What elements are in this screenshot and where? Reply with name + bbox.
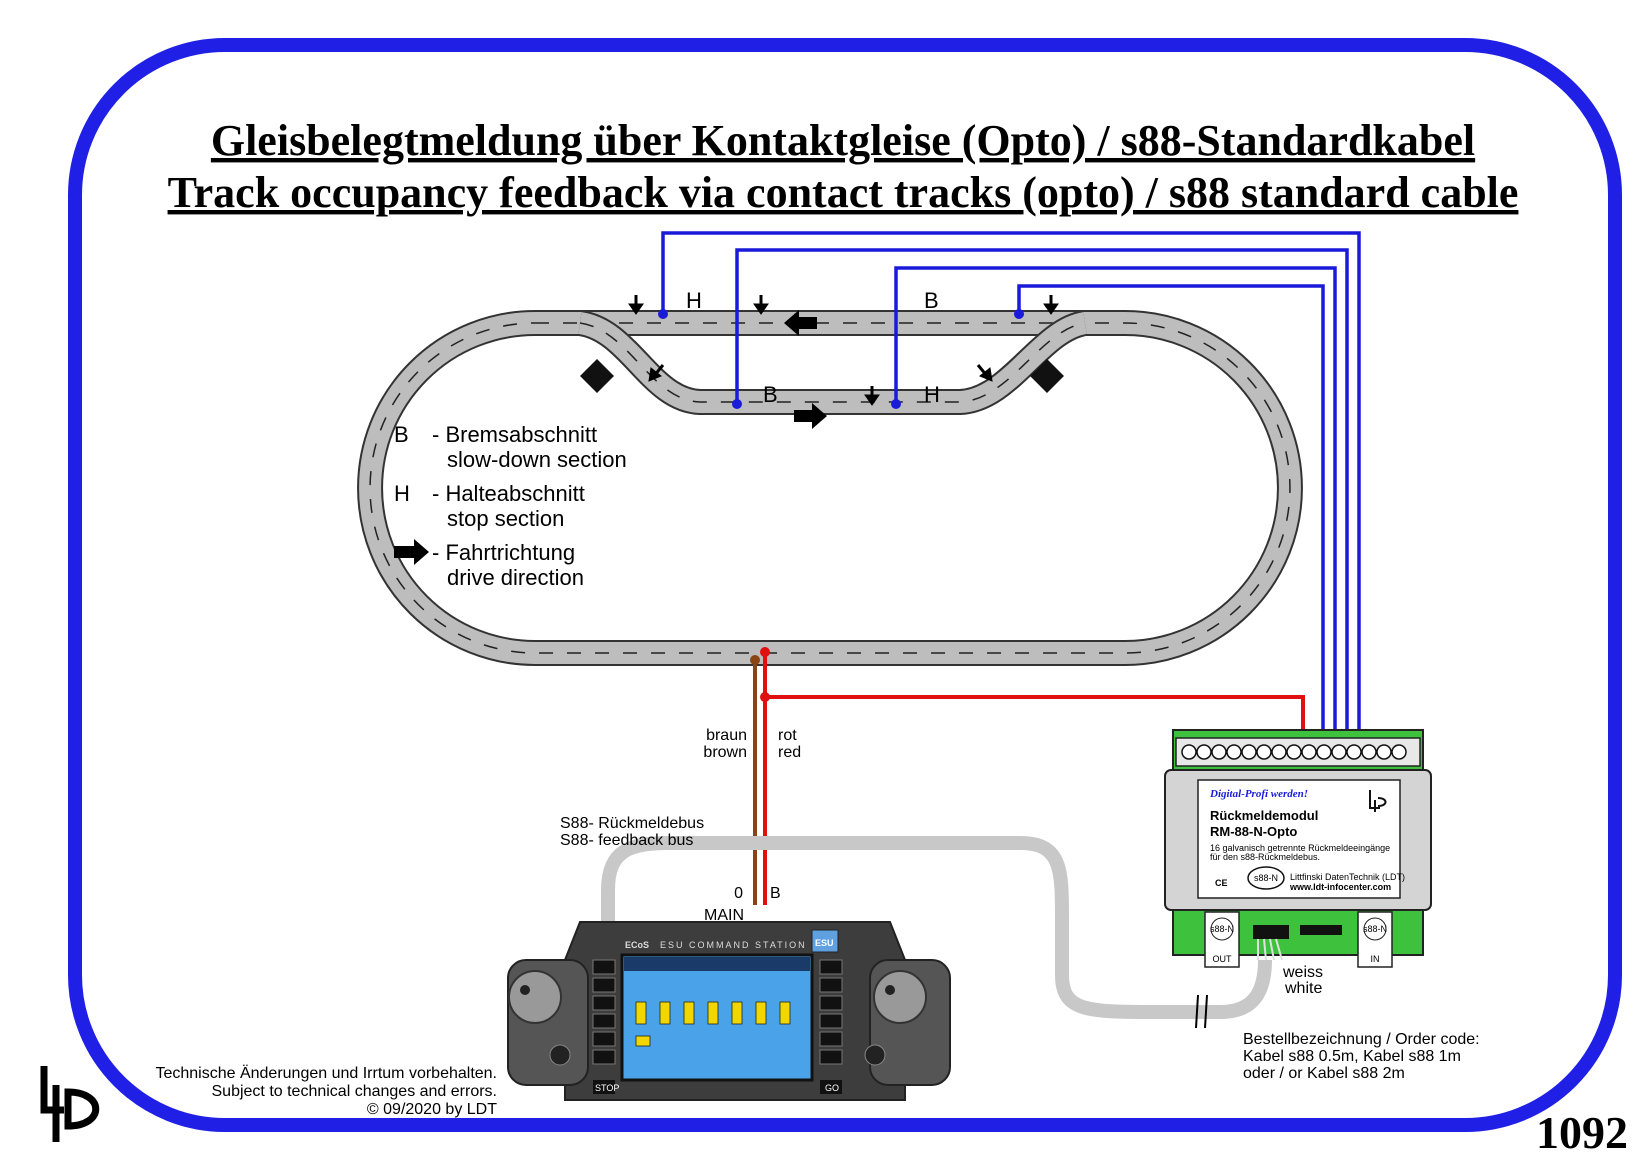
title-german: Gleisbelegtmeldung über Kontaktgleise (O… <box>211 116 1475 165</box>
legend-h-german: - Halteabschnitt <box>432 481 585 506</box>
page-number: 1092 <box>1536 1107 1628 1158</box>
section-label-h-inner: H <box>924 382 940 407</box>
track-siding <box>577 310 1089 415</box>
blue-feedback-wires <box>661 231 1361 742</box>
module-desc-2: für den s88-Rückmeldebus. <box>1210 852 1320 862</box>
title-english: Track occupancy feedback via contact tra… <box>168 168 1519 217</box>
module-url: www.ldt-infocenter.com <box>1289 882 1391 892</box>
legend: B - Bremsabschnitt slow-down section H -… <box>394 422 627 590</box>
direction-arrow-top <box>784 310 817 336</box>
module-ldt-logo <box>1369 790 1387 812</box>
stop-label: STOP <box>595 1083 619 1093</box>
go-label: GO <box>825 1083 839 1093</box>
terminal-label-b: B <box>770 885 781 902</box>
red-contact-point <box>760 647 770 657</box>
module-ce-mark: CE <box>1215 878 1228 888</box>
outer-frame <box>68 38 1622 1132</box>
order-code-line-1: Bestellbezeichnung / Order code: <box>1243 1031 1480 1048</box>
wire-label-rot: rot <box>778 727 797 744</box>
section-label-b-top: B <box>924 288 939 313</box>
legend-b-german: - Bremsabschnitt <box>432 422 597 447</box>
legend-dir-english: drive direction <box>447 565 584 590</box>
brown-contact-point <box>750 655 760 665</box>
wire-label-brown: brown <box>703 744 747 761</box>
throttle-knob-left <box>508 970 562 1024</box>
bus-label-german: S88- Rückmeldebus <box>560 815 704 832</box>
legend-arrow-icon <box>394 539 429 565</box>
s88n-out-socket-label: s88-N <box>1210 924 1234 934</box>
cable-break-mark <box>1195 994 1208 1029</box>
ecos-brand: ECoS <box>625 940 649 950</box>
module-model: RM-88-N-Opto <box>1210 824 1297 839</box>
disclaimer-line-1: Technische Änderungen und Irrtum vorbeha… <box>155 1064 497 1082</box>
track-oval <box>357 310 1303 666</box>
s88-ribbon-connector <box>1253 925 1289 939</box>
ldt-logo <box>40 1066 100 1142</box>
section-label-h-top: H <box>686 288 702 313</box>
order-code-line-2: Kabel s88 0.5m, Kabel s88 1m <box>1243 1048 1461 1065</box>
stop-button <box>593 1080 615 1094</box>
terminal-label-0: 0 <box>734 885 743 902</box>
legend-h-key: H <box>394 481 410 506</box>
disclaimer-line-2: Subject to technical changes and errors. <box>212 1083 498 1100</box>
feedback-module: Digital-Profi werden! Rückmeldemodul RM-… <box>1164 729 1432 968</box>
order-code-line-3: oder / or Kabel s88 2m <box>1243 1065 1405 1082</box>
red-common-wire <box>765 695 1305 742</box>
wire-label-braun: braun <box>706 727 747 744</box>
esu-logo: ESU <box>815 938 834 948</box>
section-label-b-inner: B <box>763 382 778 407</box>
ecos-model-name: ESU COMMAND STATION <box>660 940 807 950</box>
turnout-motor-left <box>580 359 614 393</box>
module-maker: Littfinski DatenTechnik (LDT) <box>1290 872 1405 882</box>
bus-label-english: S88- feedback bus <box>560 832 693 849</box>
turnout-motor-right <box>1030 359 1064 393</box>
s88n-in-socket-label: s88-N <box>1363 924 1387 934</box>
white-label-english: white <box>1284 980 1322 997</box>
s88n-out-label: OUT <box>1213 954 1233 964</box>
s88-feedback-cable <box>601 836 1272 1019</box>
isolation-markers <box>628 295 1059 406</box>
terminal-label-main: MAIN <box>704 907 744 924</box>
module-slogan: Digital-Profi werden! <box>1209 788 1308 800</box>
legend-dir-german: - Fahrtrichtung <box>432 540 575 565</box>
throttle-knob-right <box>873 970 927 1024</box>
ecos-command-station: 0 B MAIN ECoS ESU COMMAN <box>507 885 951 1101</box>
module-label-plate <box>1197 779 1401 899</box>
blue-wire-contact-points <box>658 309 1024 409</box>
white-label-german: weiss <box>1282 964 1323 981</box>
legend-b-english: slow-down section <box>447 447 627 472</box>
legend-h-english: stop section <box>447 506 564 531</box>
wire-label-red: red <box>778 744 801 761</box>
module-name-german: Rückmeldemodul <box>1210 808 1318 823</box>
module-s88n-badge: s88-N <box>1254 873 1278 883</box>
direction-arrow-inner <box>794 403 827 429</box>
disclaimer-line-3: © 09/2020 by LDT <box>367 1101 497 1118</box>
go-button <box>820 1080 842 1094</box>
module-desc-1: 16 galvanisch getrennte Rückmeldeeingäng… <box>1210 843 1390 853</box>
s88n-in-label: IN <box>1371 954 1380 964</box>
legend-b-key: B <box>394 422 409 447</box>
